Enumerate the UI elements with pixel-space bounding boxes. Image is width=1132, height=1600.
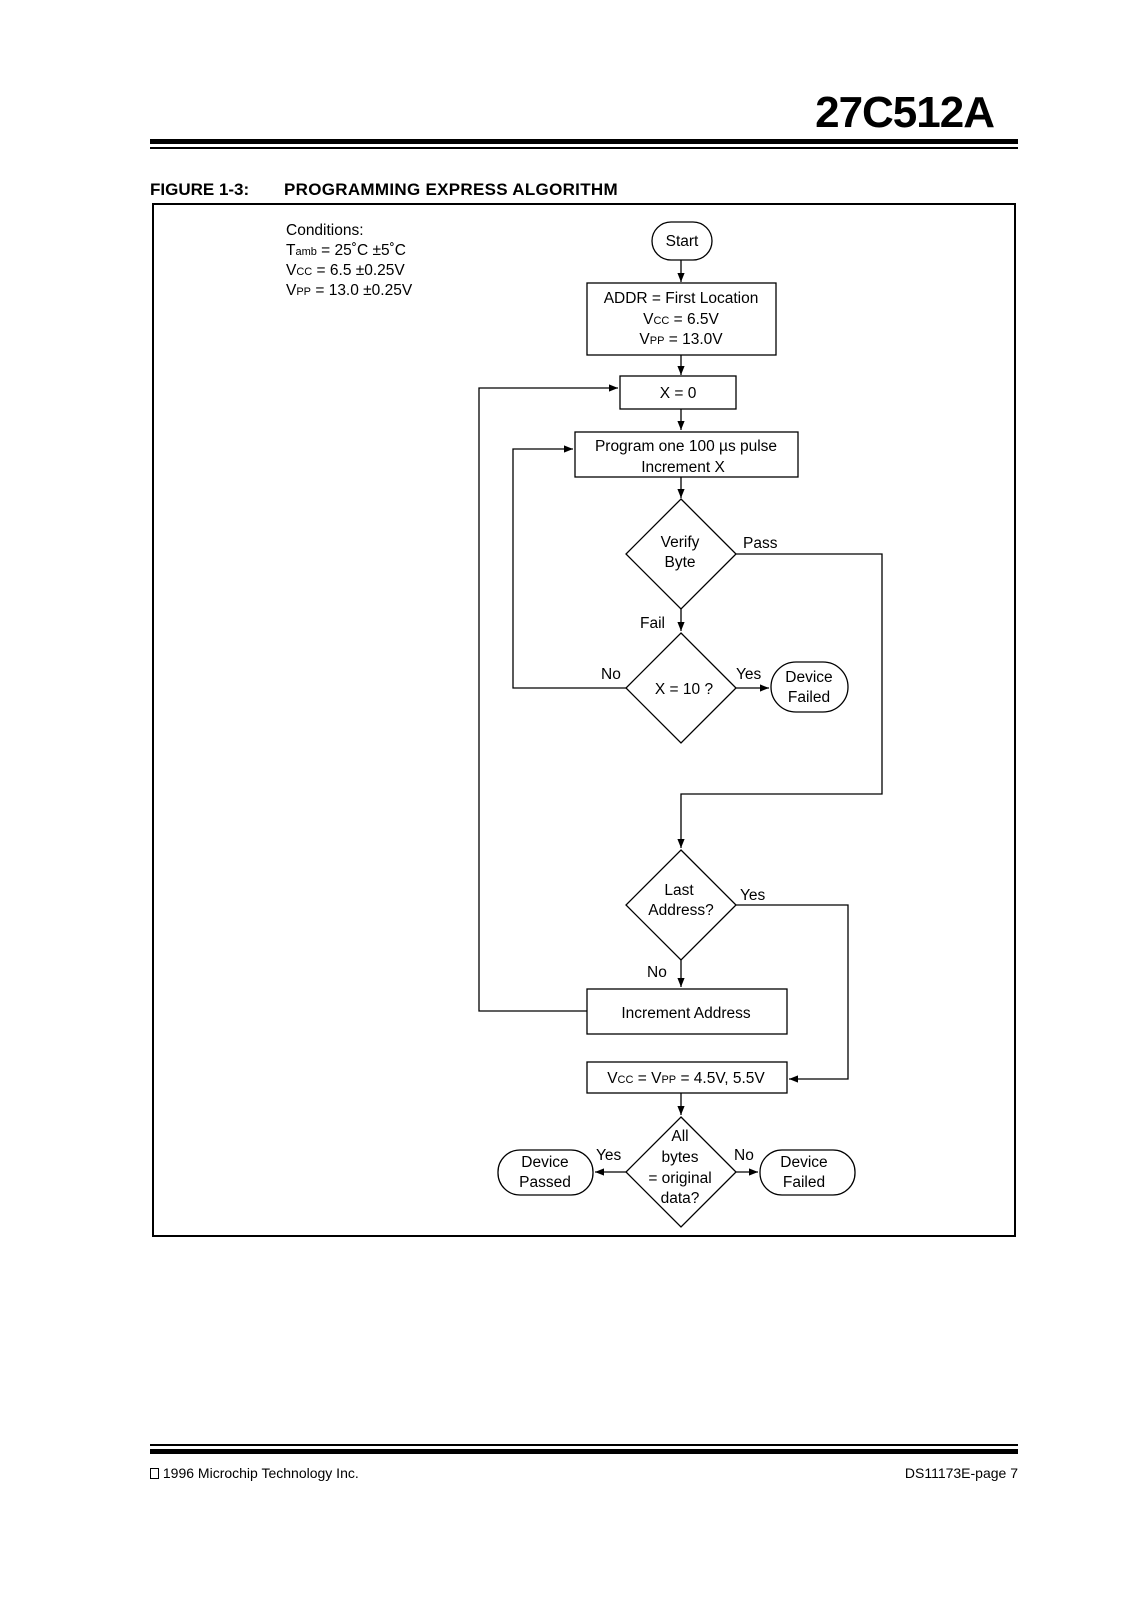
device-failed-1-line1: Device: [785, 669, 832, 686]
condition-tamb: Tamb = 25˚C ±5˚C: [286, 242, 406, 259]
start-label: Start: [666, 233, 699, 250]
part-number-heading: 27C512A: [815, 88, 995, 137]
conditions-block: Conditions: Tamb = 25˚C ±5˚C VCC = 6.5 ±…: [286, 222, 413, 299]
verify-line1: Verify: [661, 534, 700, 551]
device-passed-terminal: [497, 1149, 594, 1196]
no-label-2: No: [647, 964, 667, 981]
footer-copyright: 1996 Microchip Technology Inc.: [150, 1465, 359, 1481]
arrow-pass-last: [677, 553, 883, 848]
footer-rule-thick: [150, 1449, 1018, 1454]
figure-title: PROGRAMMING EXPRESS ALGORITHM: [284, 180, 618, 199]
program-line2: Increment X: [641, 459, 725, 476]
last-line1: Last: [664, 882, 694, 899]
program-line1: Program one 100 µs pulse: [595, 438, 777, 455]
no-label-1: No: [601, 666, 621, 683]
init-line1: ADDR = First Location: [604, 290, 759, 307]
all-bytes-diamond: [625, 1116, 737, 1228]
all-bytes-line2: bytes: [661, 1149, 698, 1166]
start-terminal: [651, 221, 713, 261]
all-bytes-line3: = original: [648, 1170, 711, 1187]
all-bytes-line4: data?: [661, 1190, 700, 1207]
footer-rule-thin: [150, 1444, 1018, 1446]
yes-label-1: Yes: [736, 666, 762, 683]
init-vcc: VCC = 6.5V: [643, 311, 719, 328]
verify-voltage-label: VCC = VPP = 4.5V, 5.5V: [607, 1070, 765, 1087]
yes-label-2: Yes: [740, 887, 766, 904]
all-bytes-line1: All: [671, 1128, 688, 1145]
x-zero-label: X = 0: [660, 385, 697, 402]
no-label-3: No: [734, 1147, 754, 1164]
increment-address-box: [586, 988, 788, 1035]
device-failed-2-line1: Device: [780, 1154, 827, 1171]
header-rule-thin: [150, 147, 1018, 149]
arrow-increment-loop: [478, 384, 618, 1012]
figure-label: FIGURE 1-3:: [150, 180, 250, 199]
device-passed-line1: Device: [521, 1154, 568, 1171]
fail-label: Fail: [640, 615, 665, 632]
footer-copyright-text: 1996 Microchip Technology Inc.: [159, 1465, 359, 1481]
device-failed-1-line2: Failed: [788, 689, 830, 706]
verify-voltage-box: [586, 1061, 788, 1094]
footer-page-ref: DS11173E-page 7: [904, 1465, 1018, 1481]
x-ten-label: X = 10 ?: [655, 681, 714, 698]
arrow-xten-no-loop: [512, 445, 626, 689]
program-box: [574, 431, 799, 478]
condition-vcc: VCC = 6.5 ±0.25V: [286, 262, 405, 279]
device-failed-terminal-2: [759, 1149, 856, 1196]
diagram-frame: [152, 203, 1016, 1237]
yes-label-3: Yes: [596, 1147, 622, 1164]
x-zero-box: [619, 375, 737, 410]
conditions-heading: Conditions:: [286, 222, 364, 239]
init-vpp: VPP = 13.0V: [639, 331, 723, 348]
copyright-symbol-icon: [150, 1468, 159, 1479]
init-box: [586, 282, 777, 356]
device-passed-line2: Passed: [519, 1174, 571, 1191]
verify-line2: Byte: [664, 554, 695, 571]
last-line2: Address?: [648, 902, 714, 919]
device-failed-2-line2: Failed: [783, 1174, 825, 1191]
pass-label: Pass: [743, 535, 778, 552]
header-rule-thick: [150, 139, 1018, 144]
device-failed-terminal-1: [770, 661, 849, 713]
increment-address-label: Increment Address: [621, 1005, 750, 1022]
condition-vpp: VPP = 13.0 ±0.25V: [286, 282, 413, 299]
arrow-last-yes: [736, 904, 849, 1083]
x-ten-diamond: [625, 632, 737, 744]
